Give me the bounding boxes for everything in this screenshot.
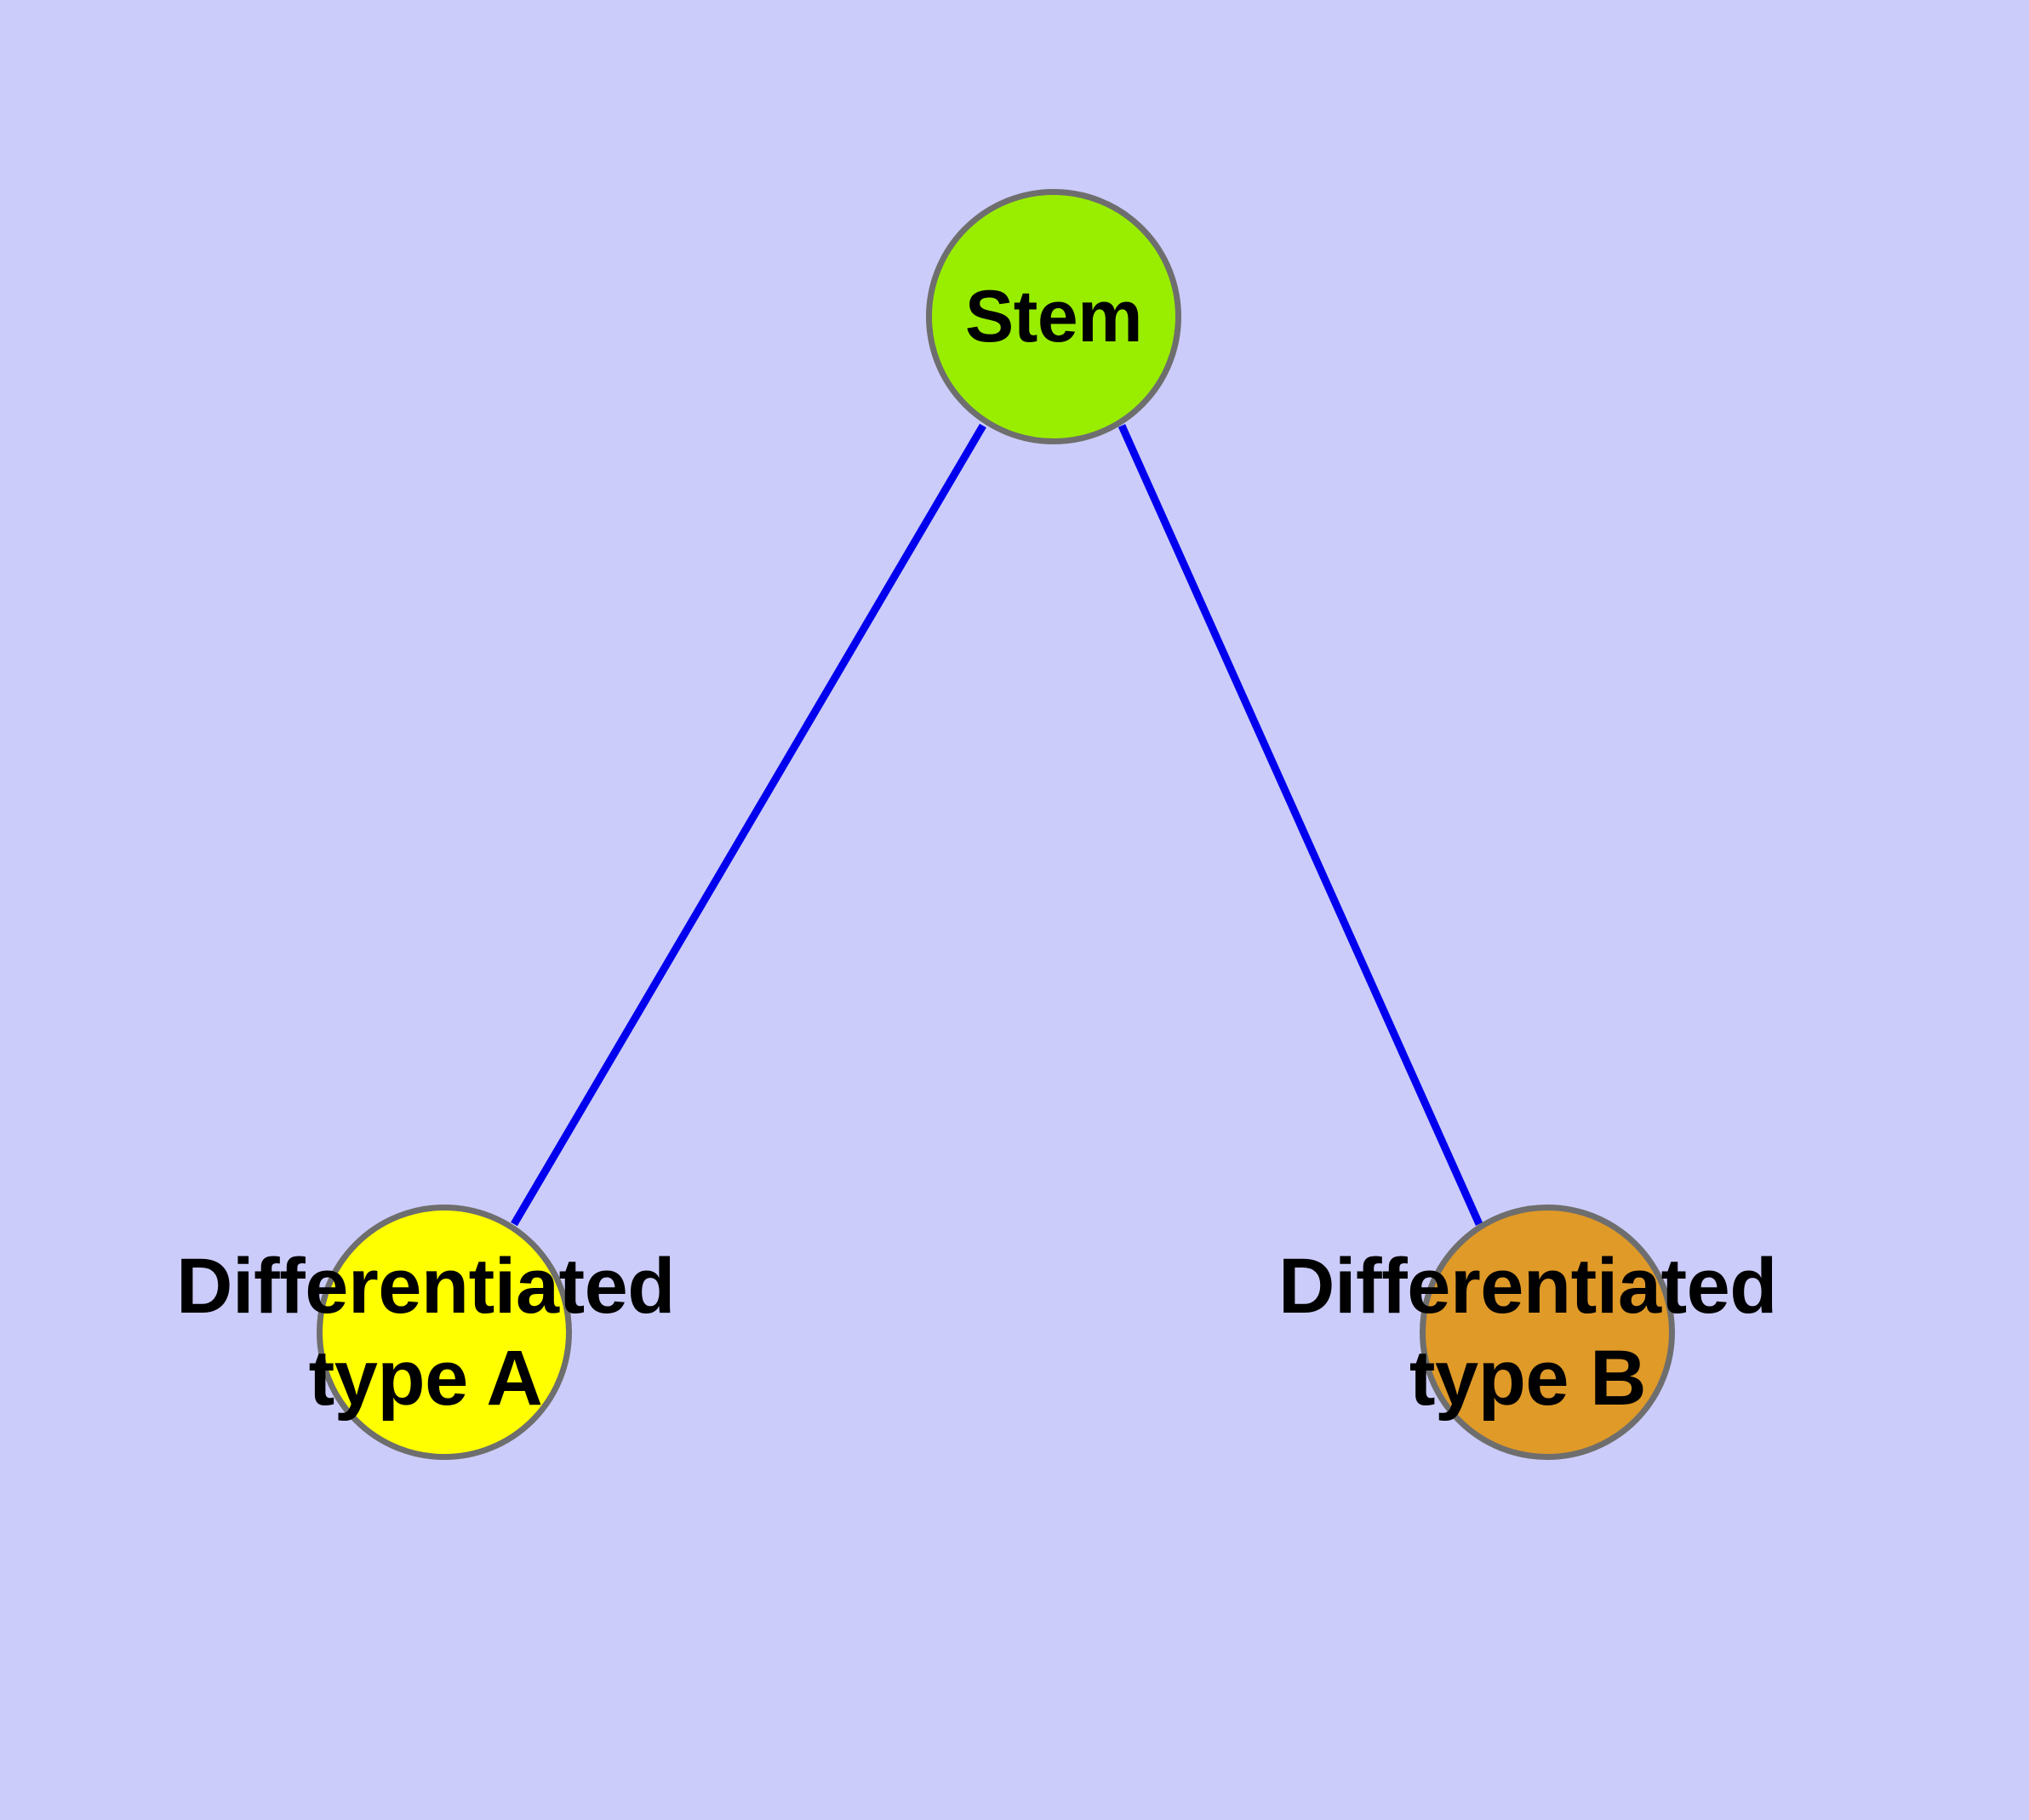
node-stem[interactable]: [926, 189, 1181, 444]
edge-stem-to-diff-b[interactable]: [1117, 424, 1483, 1226]
node-differentiated-type-a[interactable]: [317, 1205, 572, 1460]
node-differentiated-type-b[interactable]: [1420, 1205, 1675, 1460]
edge-stem-to-diff-a[interactable]: [511, 423, 986, 1227]
